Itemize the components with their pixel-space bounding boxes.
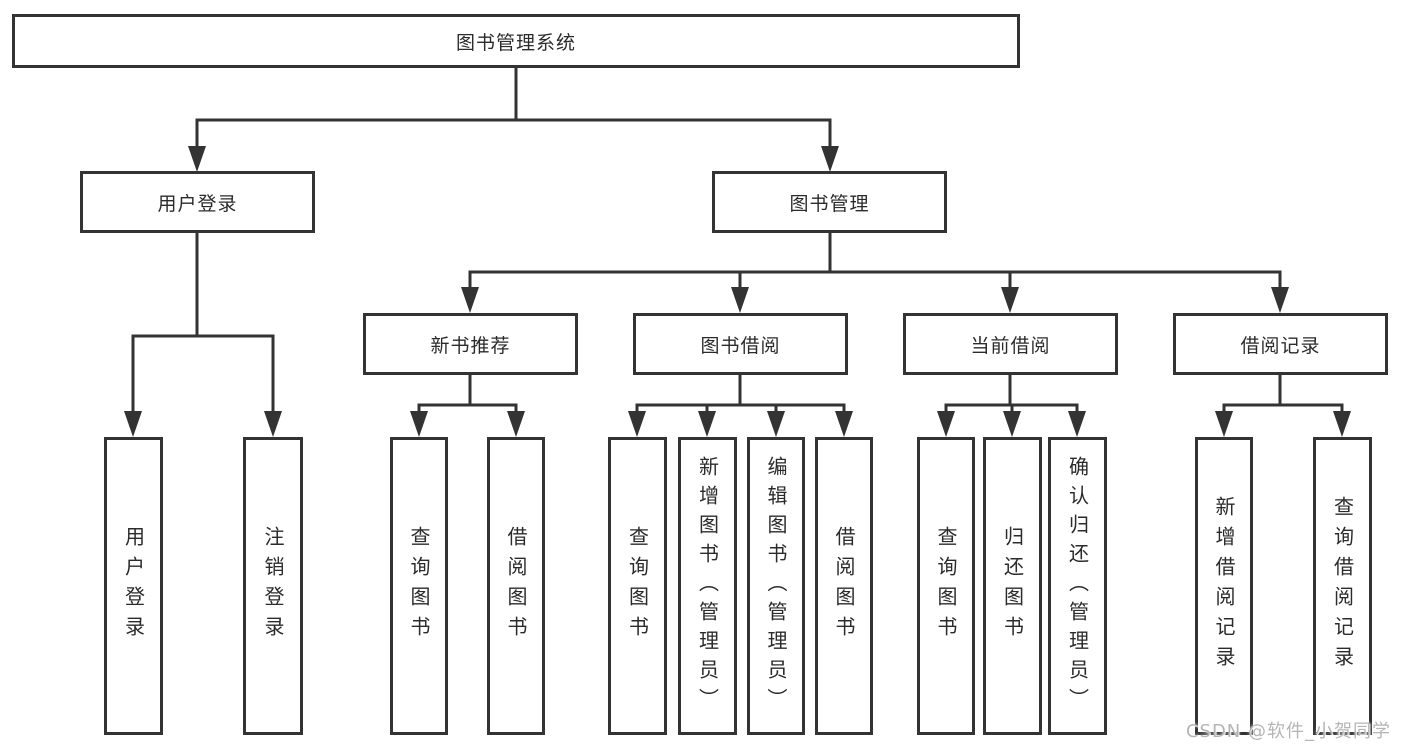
leaf-query-books-recommend-label: 查询图书 — [407, 526, 431, 646]
leaf-edit-book-admin: 编辑图书（管理员） — [747, 437, 805, 735]
leaf-borrow-books: 借阅图书 — [815, 437, 873, 735]
node-book-borrow-label: 图书借阅 — [700, 334, 781, 357]
leaf-query-books-current-label: 查询图书 — [934, 526, 958, 646]
node-new-book-recommend-label: 新书推荐 — [430, 334, 511, 357]
leaf-borrow-books-label: 借阅图书 — [832, 526, 856, 646]
leaf-query-borrow-record: 查询借阅记录 — [1313, 437, 1372, 735]
leaf-query-borrow-record-label: 查询借阅记录 — [1330, 496, 1355, 676]
leaf-edit-book-admin-label: 编辑图书（管理员） — [764, 455, 788, 717]
connectors-bookmgmt-to-level3 — [461, 233, 1289, 313]
node-book-borrow: 图书借阅 — [633, 313, 848, 375]
leaf-confirm-return-admin: 确认归还（管理员） — [1048, 437, 1107, 735]
node-current-borrow-label: 当前借阅 — [970, 334, 1051, 357]
leaf-return-books: 归还图书 — [983, 437, 1042, 735]
connectors-root-to-level2 — [188, 68, 839, 172]
node-library-system: 图书管理系统 — [12, 14, 1020, 68]
leaf-logout-label: 注销登录 — [261, 526, 285, 646]
leaf-query-books-borrow-label: 查询图书 — [625, 526, 650, 646]
node-library-system-label: 图书管理系统 — [455, 31, 576, 54]
leaf-add-borrow-record-label: 新增借阅记录 — [1212, 496, 1236, 676]
leaf-query-books-recommend: 查询图书 — [390, 437, 448, 735]
leaf-add-book-admin: 新增图书（管理员） — [678, 437, 737, 735]
connectors-userlogin-to-leaves — [124, 233, 282, 437]
node-book-management-label: 图书管理 — [789, 192, 870, 215]
leaf-add-book-admin-label: 新增图书（管理员） — [695, 455, 720, 717]
csdn-watermark: CSDN @软件_小贺同学 — [1185, 721, 1391, 742]
leaf-borrow-books-recommend-label: 借阅图书 — [504, 526, 528, 646]
leaf-query-books-borrow: 查询图书 — [608, 437, 667, 735]
connectors-newbooks-to-leaves — [410, 375, 525, 437]
leaf-user-login-label: 用户登录 — [121, 526, 146, 646]
leaf-confirm-return-admin-label: 确认归还（管理员） — [1065, 455, 1090, 717]
node-borrow-records: 借阅记录 — [1173, 313, 1388, 375]
connectors-borrowrecords-to-leaves — [1215, 375, 1351, 437]
node-user-login-label: 用户登录 — [157, 192, 238, 215]
leaf-return-books-label: 归还图书 — [1000, 526, 1025, 646]
leaf-add-borrow-record: 新增借阅记录 — [1195, 437, 1253, 735]
node-user-login: 用户登录 — [80, 171, 315, 233]
leaf-borrow-books-recommend: 借阅图书 — [487, 437, 545, 735]
node-borrow-records-label: 借阅记录 — [1240, 334, 1321, 357]
leaf-query-books-current: 查询图书 — [917, 437, 975, 735]
connectors-bookborrow-to-leaves — [628, 375, 853, 437]
node-new-book-recommend: 新书推荐 — [363, 313, 578, 375]
leaf-user-login: 用户登录 — [104, 437, 163, 735]
node-current-borrow: 当前借阅 — [903, 313, 1118, 375]
connectors-currentborrow-to-leaves — [937, 375, 1086, 437]
leaf-logout: 注销登录 — [243, 437, 303, 735]
node-book-management: 图书管理 — [712, 171, 947, 233]
